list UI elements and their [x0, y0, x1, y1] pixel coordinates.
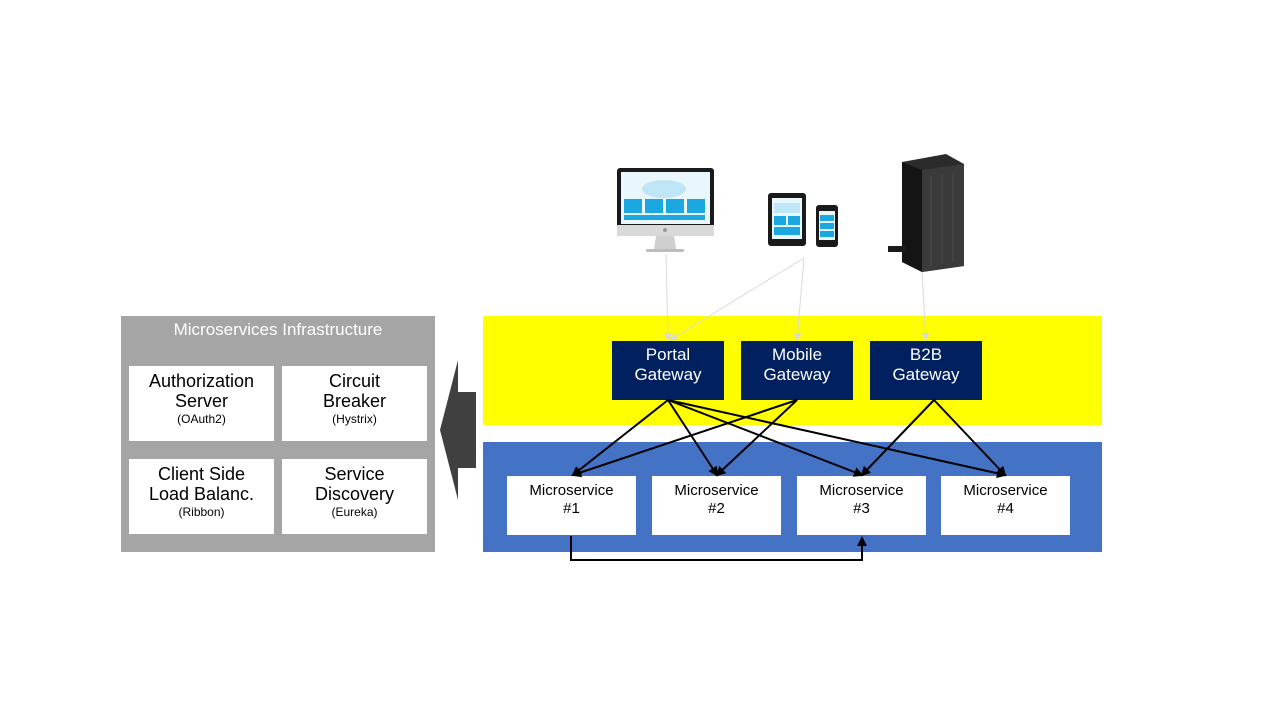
left-arrow-icon — [440, 360, 476, 500]
gateway-label: Gateway — [763, 365, 831, 384]
infra-label: Client Side — [157, 464, 246, 484]
microservice-4-box: Microservice #4 — [941, 476, 1070, 535]
infra-label: Circuit — [328, 371, 380, 391]
microservice-label: #3 — [853, 500, 870, 517]
microservice-label: #1 — [563, 500, 580, 517]
infra-label: Breaker — [322, 391, 387, 411]
server-rack-icon — [888, 154, 964, 272]
microservice-label: #2 — [708, 500, 725, 517]
gateway-label: Gateway — [634, 365, 702, 384]
infra-sublabel: (Ribbon) — [178, 505, 225, 519]
infra-label: Discovery — [314, 484, 394, 504]
infra-service-discovery: Service Discovery (Eureka) — [282, 459, 427, 534]
microservice-label: #4 — [997, 500, 1014, 517]
infra-label: Service — [324, 464, 385, 484]
infra-authorization-server: Authorization Server (OAuth2) — [129, 366, 274, 441]
microservice-2-box: Microservice #2 — [652, 476, 781, 535]
portal-gateway-box: Portal Gateway — [612, 341, 724, 400]
infra-sublabel: (OAuth2) — [177, 412, 226, 426]
microservice-3-box: Microservice #3 — [797, 476, 926, 535]
infra-label: Load Balanc. — [148, 484, 255, 504]
microservice-label: Microservice — [963, 482, 1048, 499]
infra-circuit-breaker: Circuit Breaker (Hystrix) — [282, 366, 427, 441]
gateway-label: Mobile — [771, 345, 823, 364]
mobile-gateway-box: Mobile Gateway — [741, 341, 853, 400]
desktop-monitor-icon — [617, 168, 714, 252]
gateway-label: B2B — [909, 345, 943, 364]
infrastructure-title: Microservices Infrastructure — [173, 320, 383, 339]
infra-label: Server — [174, 391, 228, 411]
microservice-label: Microservice — [529, 482, 614, 499]
infra-sublabel: (Hystrix) — [332, 412, 377, 426]
gateway-label: Portal — [645, 345, 691, 364]
microservice-label: Microservice — [819, 482, 904, 499]
infra-sublabel: (Eureka) — [331, 505, 378, 519]
infra-label: Authorization — [148, 371, 255, 391]
gateway-label: Gateway — [892, 365, 960, 384]
tablet-and-phone-icon — [768, 193, 838, 247]
infra-load-balancer: Client Side Load Balanc. (Ribbon) — [129, 459, 274, 534]
b2b-gateway-box: B2B Gateway — [870, 341, 982, 400]
microservice-label: Microservice — [674, 482, 759, 499]
microservice-1-box: Microservice #1 — [507, 476, 636, 535]
